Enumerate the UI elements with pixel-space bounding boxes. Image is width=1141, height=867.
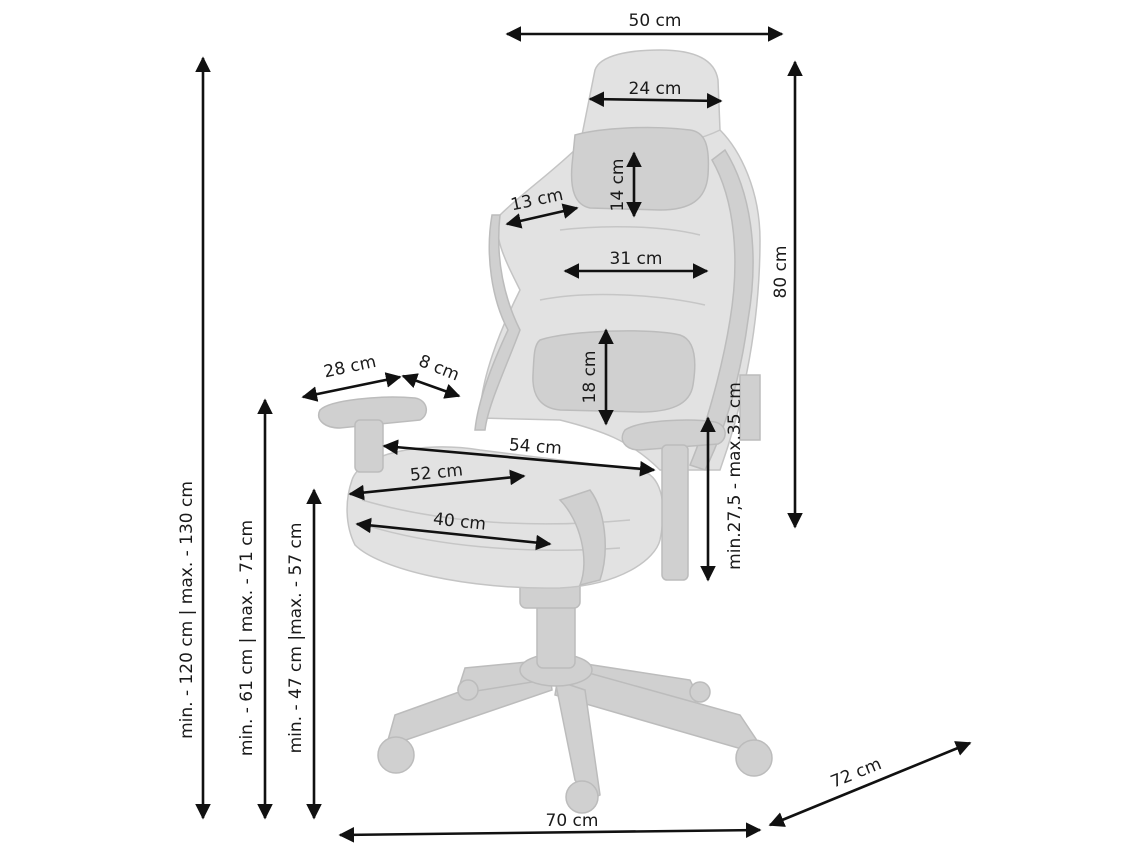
arrow-seat-width <box>348 469 526 501</box>
label-base-depth: 72 cm <box>828 754 885 792</box>
label-total-height: min. - 120 cm | max. - 130 cm <box>177 481 197 739</box>
chair-base <box>377 653 773 814</box>
dimension-arrows <box>195 26 972 843</box>
side-bolster <box>688 148 754 471</box>
label-armrest-width: 8 cm <box>416 351 463 385</box>
seat <box>346 446 664 589</box>
left-armrest <box>318 396 427 473</box>
arrow-headrest-width <box>588 91 723 109</box>
arrow-base-depth <box>768 741 972 827</box>
label-total-width: 50 cm <box>629 11 682 31</box>
label-base-width: 70 cm <box>546 811 599 831</box>
label-armrest-height: min.27,5 - max.35 cm <box>725 382 745 570</box>
arrow-seat-outer-width <box>382 439 656 477</box>
label-seat-height: min. - 47 cm |max. - 57 cm <box>286 523 306 754</box>
dimension-labels: 50 cm 24 cm 14 cm 13 cm 31 cm 80 cm 18 c… <box>177 11 884 831</box>
label-seat-outer-width: 54 cm <box>508 435 562 459</box>
arrow-armrest-length <box>301 372 402 402</box>
arrow-side-bolster <box>505 203 579 229</box>
label-back-width: 31 cm <box>610 249 663 269</box>
arrow-seat-inner-width <box>355 517 552 551</box>
head-pillow <box>570 126 710 211</box>
arrow-base-width <box>338 822 762 843</box>
lumbar-pillow <box>532 330 696 413</box>
chair-illustration <box>318 49 773 814</box>
label-pillow-height: 14 cm <box>608 159 628 212</box>
label-lumbar-height: 18 cm <box>580 351 600 404</box>
label-armrest-floor-height: min. - 61 cm | max. - 71 cm <box>237 520 257 756</box>
label-back-height: 80 cm <box>771 246 791 299</box>
arrow-armrest-width <box>401 373 461 399</box>
label-armrest-length: 28 cm <box>322 352 378 383</box>
label-headrest-width: 24 cm <box>629 79 682 99</box>
gas-lift <box>536 599 576 669</box>
